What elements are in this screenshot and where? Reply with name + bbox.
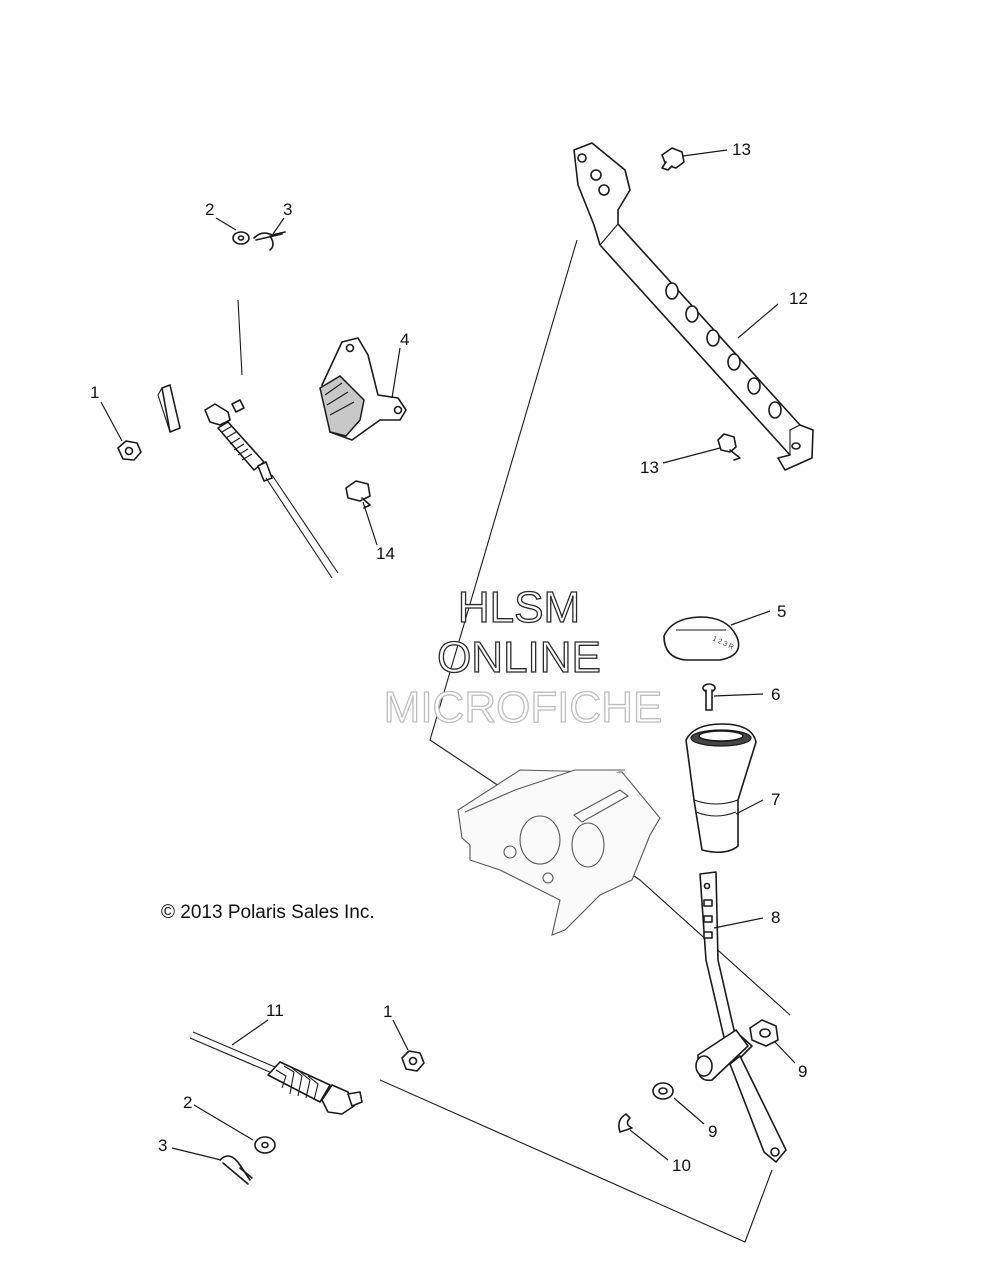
callout-10: 10 [672, 1156, 691, 1175]
part-7-shift-knob [685, 723, 757, 854]
callout-4: 4 [400, 330, 409, 349]
part-8-shift-lever [695, 871, 787, 1163]
part-2-washer-top [232, 231, 250, 245]
guide-line-top-left [237, 299, 243, 376]
part-13-push-rivet-bottom [717, 433, 741, 461]
callout-1-bottom: 1 [383, 1002, 392, 1021]
watermark-line-3: MICROFICHE [384, 683, 663, 732]
callout-13-bottom: 13 [640, 458, 659, 477]
callout-2-bottom: 2 [183, 1093, 192, 1112]
part-2-washer-bottom [254, 1136, 276, 1154]
callout-9-upper: 9 [798, 1062, 807, 1081]
part-5-knob-cap: 1 2 3 R [663, 616, 740, 661]
ghost-shifter-bracket [457, 769, 661, 936]
watermark: HLSM ONLINE MICROFICHE [383, 582, 663, 732]
callout-3-bottom: 3 [158, 1136, 167, 1155]
callout-13-top: 13 [732, 140, 751, 159]
callout-12: 12 [789, 289, 808, 308]
callout-3-top: 3 [283, 200, 292, 219]
part-1-nut-top [117, 440, 142, 461]
copyright-notice: © 2013 Polaris Sales Inc. [161, 902, 375, 923]
guide-line-bottom [379, 1079, 773, 1243]
part-12-support-bracket [573, 142, 814, 471]
part-4-cable-bracket [319, 337, 407, 441]
part-11-shift-cable-lower [189, 1031, 363, 1115]
leader-lines [100, 149, 796, 1161]
callout-14: 14 [376, 544, 395, 563]
callout-1-top: 1 [90, 383, 99, 402]
watermark-line-2: ONLINE [437, 633, 601, 682]
part-10-e-clip [618, 1113, 633, 1133]
callout-2-top: 2 [205, 200, 214, 219]
part-13-push-rivet-top [661, 147, 685, 171]
watermark-line-1: HLSM [458, 583, 580, 632]
part-3-hairpin-clip-top [253, 231, 286, 251]
callout-7: 7 [771, 790, 780, 809]
part-9-bushing-lower [652, 1082, 674, 1100]
part-6-screw [702, 683, 716, 711]
callout-6: 6 [771, 685, 780, 704]
callout-8: 8 [771, 908, 780, 927]
callout-5: 5 [777, 602, 786, 621]
shift-cable-upper [157, 384, 339, 579]
callout-9-lower: 9 [708, 1122, 717, 1141]
part-1-nut-bottom [401, 1050, 425, 1072]
part-9-bushing-upper [749, 1019, 779, 1047]
part-3-hairpin-clip-bottom [219, 1155, 253, 1185]
part-14-bolt [345, 480, 371, 509]
callout-labels: 1 2 3 4 14 13 12 13 5 6 7 8 9 9 10 11 1 … [90, 140, 808, 1175]
callout-11: 11 [266, 1001, 284, 1020]
